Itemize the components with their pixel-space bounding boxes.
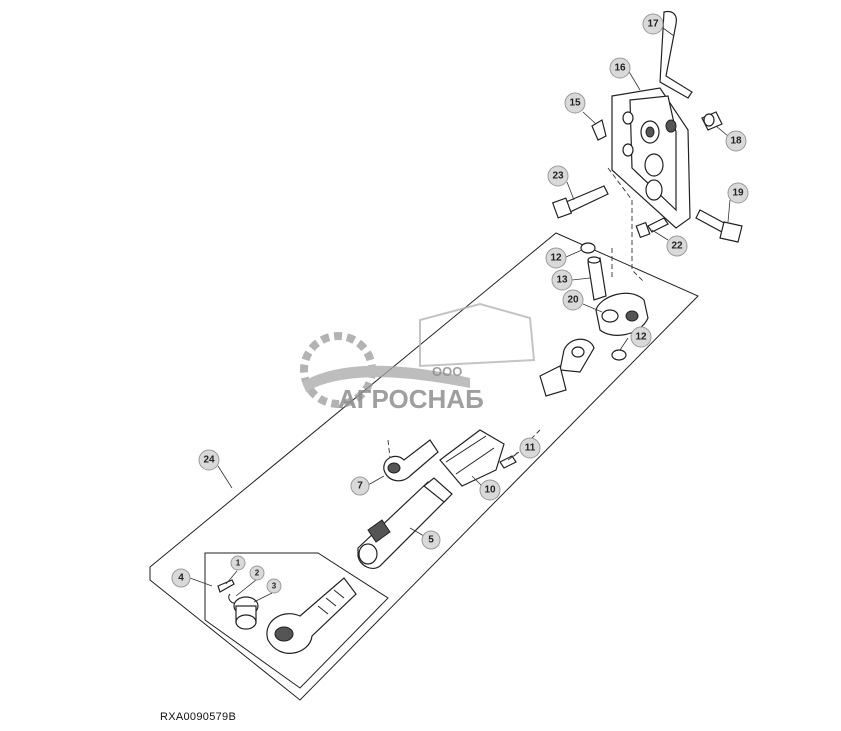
callout-17: 17: [642, 13, 664, 35]
callout-13: 13: [551, 269, 573, 291]
svg-text:5: 5: [428, 535, 434, 546]
ring-12-upper: [580, 242, 596, 254]
svg-text:1: 1: [236, 559, 241, 568]
pin-13: [587, 256, 607, 301]
svg-text:18: 18: [730, 136, 742, 147]
alignment-line-c: [607, 167, 633, 201]
pin-18: [701, 111, 723, 131]
tube-10: [439, 429, 505, 487]
svg-text:13: 13: [556, 275, 568, 286]
callout-22: 22: [666, 235, 688, 257]
svg-text:12: 12: [550, 253, 562, 264]
callout-1: 1: [230, 555, 246, 571]
svg-text:10: 10: [484, 485, 496, 496]
svg-text:16: 16: [614, 63, 626, 74]
callout-5: 5: [421, 530, 441, 550]
pin-19: [695, 209, 743, 243]
svg-text:23: 23: [552, 171, 564, 182]
watermark-name-text: АГРОСНАБ: [338, 384, 484, 414]
svg-text:2: 2: [255, 569, 260, 578]
svg-text:22: 22: [671, 241, 683, 252]
lever-handle-17: [659, 10, 693, 99]
callout-3: 3: [266, 578, 282, 594]
callout-19: 19: [727, 182, 749, 204]
bracket-16: [611, 87, 691, 229]
cotter-pin-1: [217, 579, 235, 593]
callout-20: 20: [562, 289, 584, 311]
rod-end-7: [383, 439, 439, 482]
alignment-line-a: [631, 200, 645, 283]
callout-10: 10: [479, 479, 501, 501]
callout-16: 16: [609, 57, 631, 79]
bushing-3: [233, 596, 259, 630]
callout-12-lower: 12: [630, 326, 652, 348]
callout-23: 23: [547, 165, 569, 187]
svg-text:20: 20: [567, 295, 579, 306]
clip-15: [591, 119, 607, 141]
svg-text:19: 19: [732, 188, 744, 199]
threaded-end-4: [266, 577, 357, 654]
callout-2: 2: [249, 565, 265, 581]
bolt-23: [551, 185, 609, 219]
svg-text:12: 12: [635, 332, 647, 343]
callout-18: 18: [725, 130, 747, 152]
kit-outline-24: [149, 232, 699, 701]
bolt-22: [635, 217, 669, 239]
callout-24: 24: [198, 449, 220, 471]
callout-7: 7: [350, 476, 370, 496]
tube-5: [357, 477, 453, 569]
watermark-logo: [300, 302, 536, 408]
svg-text:11: 11: [525, 443, 536, 454]
watermark-small-text: ООО: [432, 364, 462, 379]
leader-lines: [189, 27, 731, 603]
upper-rod-end: [539, 338, 595, 397]
svg-text:7: 7: [357, 481, 363, 492]
svg-text:17: 17: [647, 19, 659, 30]
callout-12-upper: 12: [545, 247, 567, 269]
subassembly-box-4: [204, 552, 389, 689]
svg-text:24: 24: [203, 455, 215, 466]
svg-text:3: 3: [272, 582, 277, 591]
svg-text:4: 4: [178, 573, 184, 584]
callout-11: 11: [519, 437, 541, 459]
link-20: [595, 292, 649, 336]
ring-12-lower: [611, 349, 627, 361]
callout-15: 15: [564, 92, 586, 114]
svg-text:15: 15: [569, 98, 581, 109]
callout-4: 4: [171, 568, 191, 588]
figure-reference-code: RXA0090579B: [160, 711, 237, 723]
